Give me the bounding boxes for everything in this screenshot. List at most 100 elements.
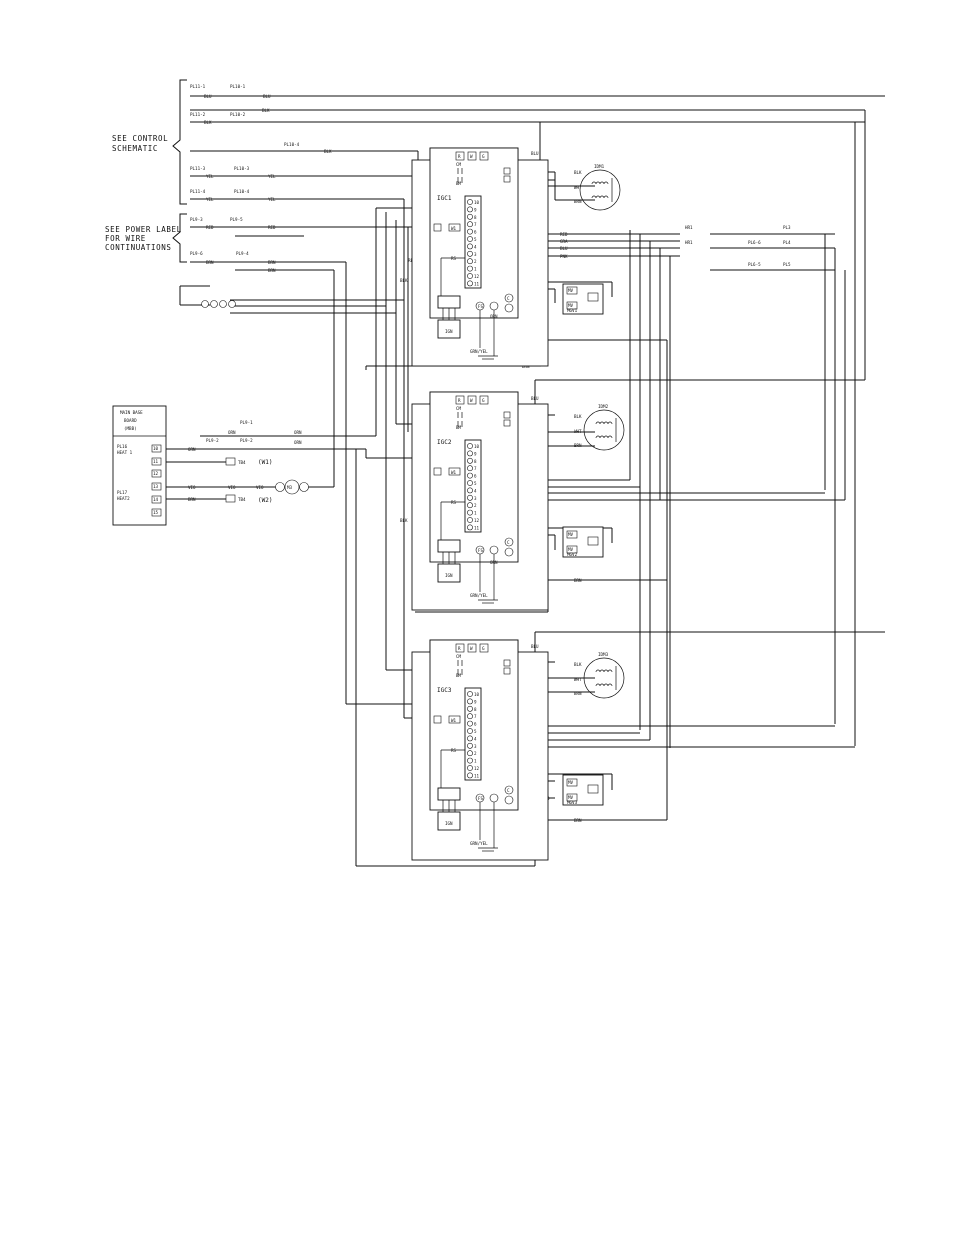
j2-pin: 5 bbox=[474, 481, 477, 486]
mbb-pin: 15 bbox=[153, 510, 159, 515]
plug-label: PL11-3 bbox=[190, 166, 206, 171]
wire-label: BLK bbox=[262, 108, 270, 113]
plug-label: PL9-3 bbox=[190, 217, 203, 222]
valve-pin: MV bbox=[568, 795, 574, 800]
inducer-motor: IDM2 bbox=[598, 404, 609, 409]
module-id: IGC2 bbox=[437, 439, 452, 446]
j2-pin: 12 bbox=[474, 518, 480, 523]
plug-label: PL6-6 bbox=[748, 240, 761, 245]
plug-labels: PL11-1 PL10-1 PL11-2 PL10-2 PL10-4 PL11-… bbox=[190, 84, 791, 443]
j2-pin: 9 bbox=[474, 207, 477, 212]
terminal-tb4: TB4 bbox=[238, 460, 246, 465]
j2-pin: 5 bbox=[474, 729, 477, 734]
terminal-w: W bbox=[470, 154, 473, 159]
j2-pin: 4 bbox=[474, 488, 477, 493]
plug-label: PL9-2 bbox=[240, 438, 253, 443]
plug-label: PL11-1 bbox=[190, 84, 206, 89]
j2-pin: 6 bbox=[474, 230, 477, 235]
j2-pin: 11 bbox=[474, 525, 480, 530]
heat-stage-w2: (W2) bbox=[258, 497, 272, 504]
wire-label: YEL bbox=[206, 197, 214, 202]
plug-label: PL9-5 bbox=[230, 217, 243, 222]
gas-valve: MGV1 bbox=[567, 308, 578, 313]
terminal-w1: W1 bbox=[451, 718, 457, 723]
relay-cm: CM bbox=[456, 654, 462, 659]
terminal-g: G bbox=[482, 154, 485, 159]
flame-sensor: FS bbox=[478, 304, 484, 309]
motor-wire: BLK bbox=[574, 170, 582, 175]
plug-label: PL11-2 bbox=[190, 112, 206, 117]
j2-pin: 1 bbox=[474, 267, 477, 272]
wire-label: YEL bbox=[268, 174, 276, 179]
wire-label: BLU bbox=[204, 94, 212, 99]
j2-pin: 10 bbox=[474, 200, 480, 205]
mbb-relay-heat1: HEAT 1 bbox=[117, 450, 133, 455]
wire-label: YEL bbox=[206, 174, 214, 179]
terminal-g: G bbox=[482, 398, 485, 403]
relay-rs: RS bbox=[451, 748, 457, 753]
inducer-motor: IDM3 bbox=[598, 652, 609, 657]
motor-wire: BRN bbox=[574, 199, 582, 204]
wire-label: RED bbox=[560, 232, 568, 237]
motor-wire: BLK bbox=[574, 414, 582, 419]
plug-label: PL10-1 bbox=[230, 84, 246, 89]
terminal-c: C bbox=[507, 296, 510, 301]
motor-wire: BRN bbox=[574, 691, 582, 696]
wire-label: YEL bbox=[268, 197, 276, 202]
relay-bm: BM bbox=[456, 425, 462, 430]
valve-pin: MV bbox=[568, 288, 574, 293]
wire-label: BLU bbox=[531, 151, 539, 156]
relay-bm: BM bbox=[456, 181, 462, 186]
wire-label: ORN bbox=[490, 560, 498, 565]
valve-pin: MV bbox=[568, 780, 574, 785]
terminal-r: R bbox=[458, 398, 461, 403]
note-power-1: SEE POWER LABEL bbox=[105, 225, 182, 234]
wire-label: BRN bbox=[206, 260, 214, 265]
relay-rs: RS bbox=[451, 256, 457, 261]
valve-pin: MV bbox=[568, 532, 574, 537]
wire-label: RED bbox=[268, 225, 276, 230]
j2-pin: 11 bbox=[474, 773, 480, 778]
note-control-2: SCHEMATIC bbox=[112, 144, 158, 153]
note-power-3: CONTINUATIONS bbox=[105, 243, 172, 252]
j2-pin: 8 bbox=[474, 215, 477, 220]
j2-pin: 2 bbox=[474, 503, 477, 508]
terminal-w1: W1 bbox=[451, 226, 457, 231]
plug-label: PL9-2 bbox=[206, 438, 219, 443]
valve-pin: MV bbox=[568, 547, 574, 552]
wire-label: VIO bbox=[228, 485, 236, 490]
j2-pin: 10 bbox=[474, 444, 480, 449]
wire-label: BLK bbox=[400, 518, 408, 523]
module-id: IGC1 bbox=[437, 195, 452, 202]
plug-label: PL9-6 bbox=[190, 251, 203, 256]
ground-labels: ORN ORN bbox=[490, 314, 498, 565]
plug-label: PL9-4 bbox=[236, 251, 249, 256]
wire-label: ORN bbox=[294, 430, 302, 435]
j2-pin: 6 bbox=[474, 722, 477, 727]
relay-cm: CM bbox=[456, 162, 462, 167]
j2-pin: 12 bbox=[474, 274, 480, 279]
plug-label: PL9-1 bbox=[240, 420, 253, 425]
wire-label: BRN bbox=[522, 364, 530, 369]
wire-label: BLU bbox=[263, 94, 271, 99]
terminal-c: C bbox=[507, 788, 510, 793]
notes: SEE CONTROL SCHEMATIC SEE POWER LABEL FO… bbox=[105, 134, 182, 252]
wire-label: BLK bbox=[324, 149, 332, 154]
wire-label: ORN bbox=[188, 447, 196, 452]
j2-pin: 2 bbox=[474, 259, 477, 264]
wire-label: ORN bbox=[294, 440, 302, 445]
wire-label: BLK bbox=[400, 278, 408, 283]
motor-wire: BRN bbox=[574, 443, 582, 448]
mbb-title-3: (MBB) bbox=[124, 426, 137, 431]
j2-pin: 8 bbox=[474, 459, 477, 464]
wire-label: BLU bbox=[531, 396, 539, 401]
plug-label: PL10-4 bbox=[234, 189, 250, 194]
j2-pin: 8 bbox=[474, 707, 477, 712]
igc-module-2: RWGCMBMIGC2J2109876543211211W1RSIGNFSGRN… bbox=[411, 391, 625, 611]
wire-label: VIO bbox=[188, 485, 196, 490]
ground-label: GRN/YEL bbox=[470, 349, 488, 354]
igc-modules: RWGCMBMIGC1J2109876543211211W1RSIGNFSGRN… bbox=[411, 147, 625, 861]
heat-stage-w1: (W1) bbox=[258, 459, 272, 466]
plug-label: PL4 bbox=[783, 240, 791, 245]
